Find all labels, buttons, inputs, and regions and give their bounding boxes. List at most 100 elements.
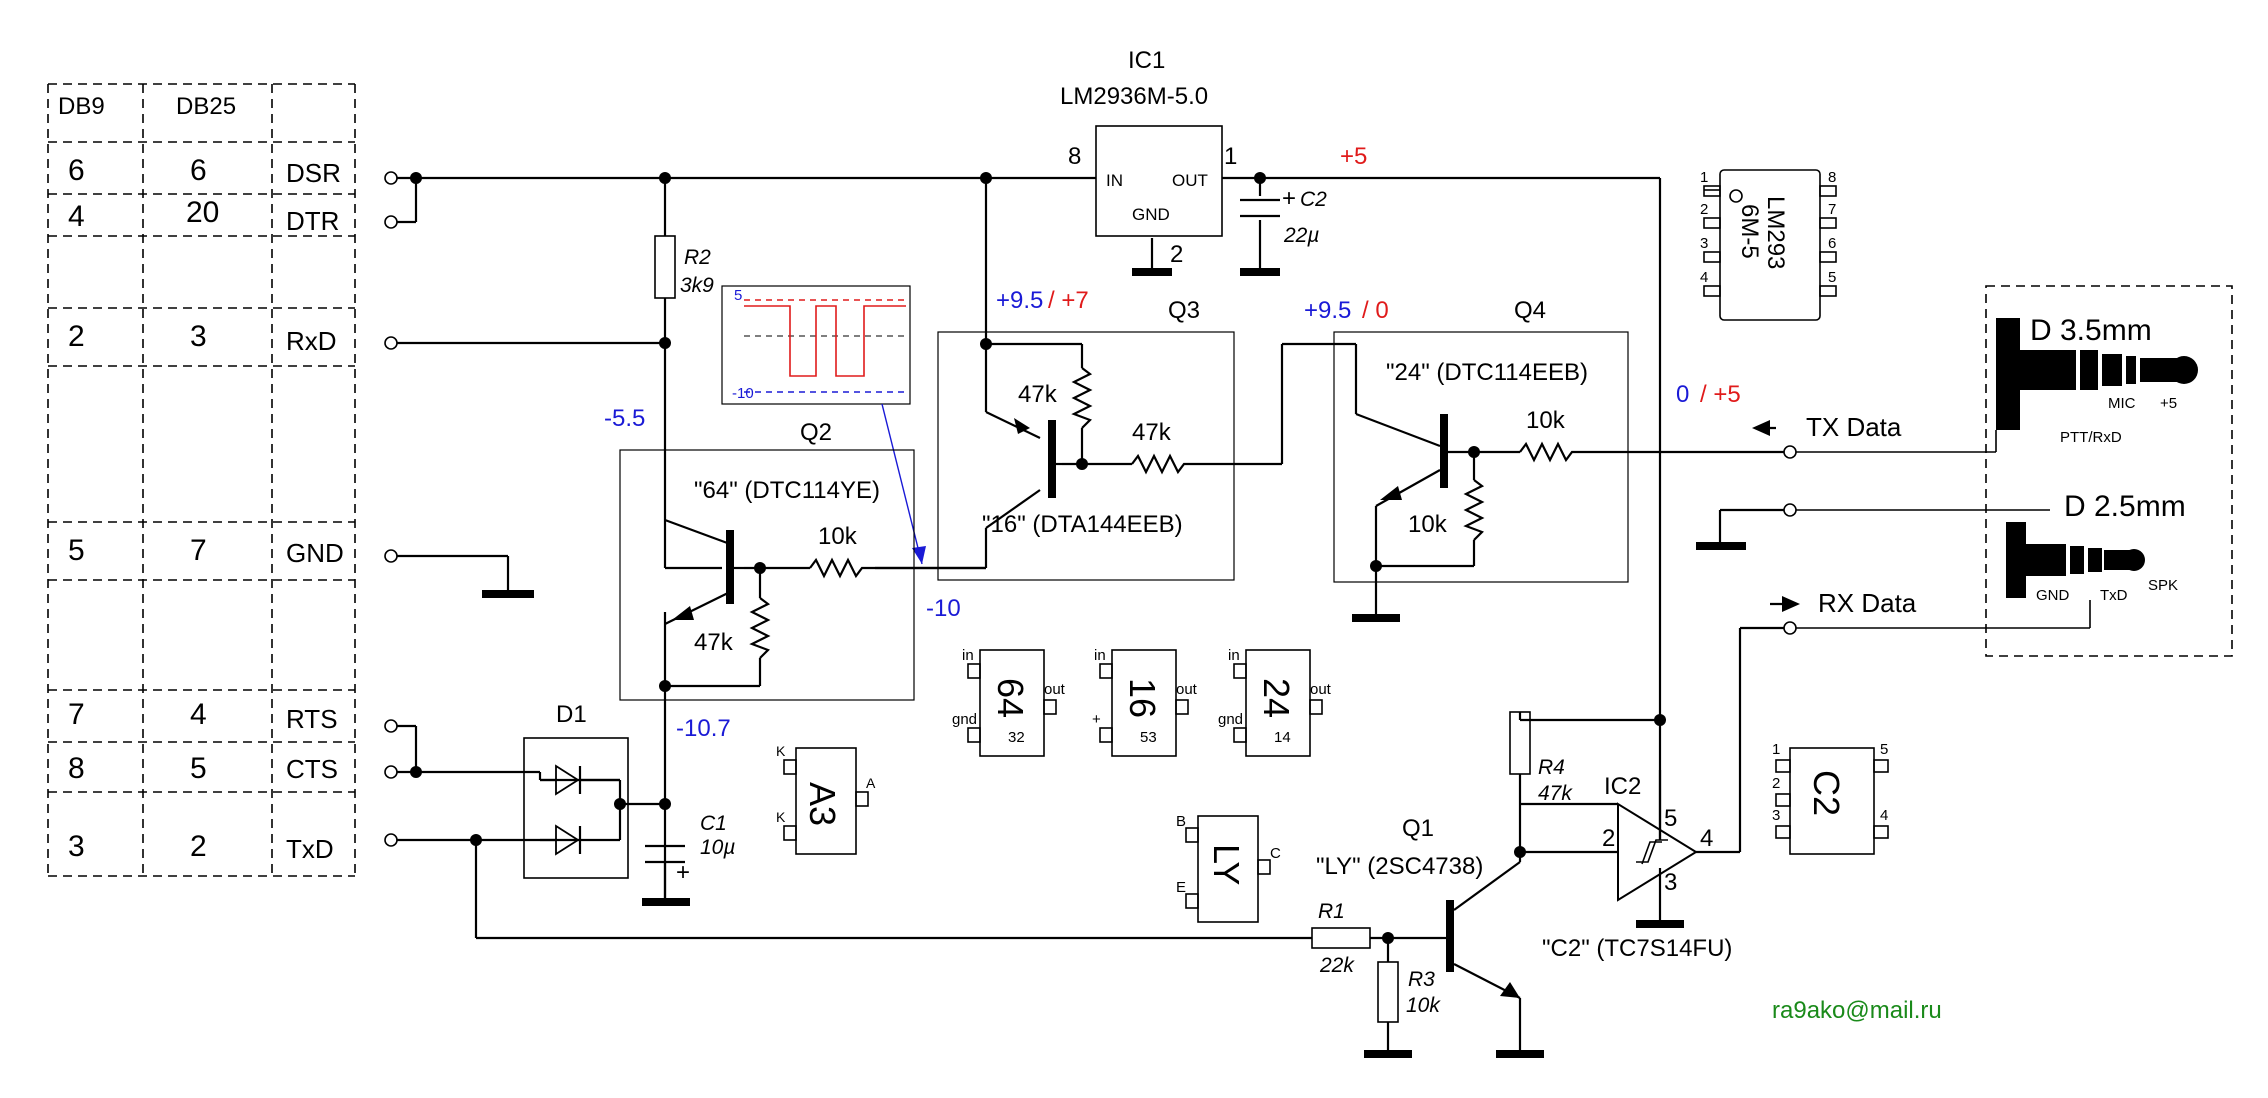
pkg-24-pin-gnd: gnd <box>1218 711 1243 728</box>
signal-cts: CTS <box>286 754 338 784</box>
db9-rxd: 2 <box>68 320 85 353</box>
db9-rts: 7 <box>68 698 85 731</box>
lm293-text-1: LM293 <box>1762 196 1789 269</box>
pkg-ly-pin-b: B <box>1176 813 1186 830</box>
c1-value: 10µ <box>700 836 735 859</box>
db25-rxd: 3 <box>190 320 207 353</box>
terminal-tx-data <box>1783 445 1797 459</box>
pkg-c2-pin-2: 2 <box>1772 775 1780 792</box>
db9-dsr: 6 <box>68 154 85 187</box>
pkg-a3-pin-k2: K <box>776 809 786 825</box>
pkg-16: in + out 16 53 <box>1092 647 1198 757</box>
ic1-label-gnd: GND <box>1132 205 1170 224</box>
q3-voltage-red: / +7 <box>1048 287 1089 314</box>
lm293-pin-6: 6 <box>1828 235 1836 252</box>
inset-level-top: 5 <box>734 287 742 304</box>
jack-35mm: D 3.5mm MIC +5 PTT/RxD <box>1996 314 2198 446</box>
r2-value: 3k9 <box>680 274 714 297</box>
signal-txd: TxD <box>286 834 334 864</box>
pkg-64-mark: 64 <box>990 678 1031 718</box>
q2-ref: Q2 <box>800 419 832 446</box>
pkg-64: in gnd out 64 32 <box>952 647 1066 757</box>
r4-ref: R4 <box>1538 756 1565 779</box>
db9-dtr: 4 <box>68 200 85 233</box>
pkg-64-pin-gnd: gnd <box>952 711 977 728</box>
voltage-minus-10: -10 <box>926 595 961 622</box>
lm293-pin-5: 5 <box>1828 269 1836 286</box>
pkg-24-code: 14 <box>1274 729 1291 746</box>
c2-capacitor: + C2 22µ <box>1240 185 1327 247</box>
rail-voltage: +5 <box>1340 143 1367 170</box>
jack-35-ptt: PTT/RxD <box>2060 429 2122 446</box>
header-db25: DB25 <box>176 93 236 120</box>
c1-plus: + <box>676 859 690 886</box>
q4-r-base: 10k <box>1526 407 1566 434</box>
c2-plus: + <box>1282 185 1296 212</box>
r1-ref: R1 <box>1318 900 1345 923</box>
pkg-16-pin-out: out <box>1176 681 1198 698</box>
signal-rts: RTS <box>286 704 338 734</box>
ic2-marking: "C2" (TC7S14FU) <box>1542 935 1732 962</box>
pkg-ly-pin-c: C <box>1270 845 1281 862</box>
ic1-pin-in: 8 <box>1068 143 1081 170</box>
db25-dsr: 6 <box>190 154 207 187</box>
pkg-16-mark: 16 <box>1122 678 1163 718</box>
r3-ref: R3 <box>1408 968 1435 991</box>
tx-level-blue: 0 <box>1676 381 1689 408</box>
q4-ref: Q4 <box>1514 297 1546 324</box>
ic1-part: LM2936M-5.0 <box>1060 83 1208 110</box>
jack-25-txd: TxD <box>2100 587 2128 604</box>
pkg-16-code: 53 <box>1140 729 1157 746</box>
author-email: ra9ako@mail.ru <box>1772 997 1942 1024</box>
r3-value: 10k <box>1406 994 1441 1017</box>
db25-cts: 5 <box>190 752 207 785</box>
ground-symbols <box>482 268 1746 1058</box>
q4-transistor: Q4 10k 10k "24" (DTC114EEB) <box>1333 297 1629 583</box>
c1-capacitor: C1 10µ + <box>645 812 735 886</box>
tx-data-text: TX Data <box>1806 412 1902 442</box>
pkg-ly-pin-e: E <box>1176 879 1186 896</box>
signal-rxd: RxD <box>286 326 337 356</box>
ic2-pin-gnd: 3 <box>1664 869 1677 896</box>
r3-resistor: R3 10k <box>1377 961 1441 1023</box>
pkg-a3-pin-a: A <box>866 775 876 791</box>
q2-transistor: Q2 10k 47k "64" (DTC114YE) <box>619 419 915 701</box>
signal-dsr: DSR <box>286 158 341 188</box>
pkg-c2-mark: C2 <box>1806 770 1847 816</box>
pkg-c2-pin-3: 3 <box>1772 807 1780 824</box>
pkg-64-code: 32 <box>1008 729 1025 746</box>
db9-cts: 8 <box>68 752 85 785</box>
tx-data-label: TX Data <box>1752 412 1902 442</box>
terminal-dsr <box>384 171 398 185</box>
c1-ref: C1 <box>700 812 727 835</box>
ic2-schmitt-trigger: IC2 2 5 3 4 "C2" (TC7S14FU) <box>1520 773 1732 962</box>
pkg-64-pin-in: in <box>962 647 974 664</box>
ic2-pin-out: 4 <box>1700 825 1713 852</box>
db25-txd: 2 <box>190 830 207 863</box>
signal-dtr: DTR <box>286 206 339 236</box>
q3-r-base: 47k <box>1132 419 1172 446</box>
jack-35-plus: +5 <box>2160 395 2177 412</box>
pkg-a3-pin-k1: K <box>776 743 786 759</box>
terminal-dtr <box>384 215 398 229</box>
pkg-c2-pin-5: 5 <box>1880 741 1888 758</box>
pkg-24: in gnd out 24 14 <box>1218 647 1332 757</box>
ic1-ref: IC1 <box>1128 47 1165 74</box>
db9-gnd: 5 <box>68 534 85 567</box>
pkg-c2-pin-4: 4 <box>1880 807 1888 824</box>
lm293-pin-3: 3 <box>1700 235 1708 252</box>
lm293-pin-7: 7 <box>1828 201 1836 218</box>
r1-resistor: R1 22k <box>1311 900 1371 977</box>
lm293-pin-4: 4 <box>1700 269 1708 286</box>
r4-resistor: R4 47k <box>1509 711 1573 805</box>
q4-marking: "24" (DTC114EEB) <box>1386 359 1588 386</box>
ic1-pin-out: 1 <box>1224 143 1237 170</box>
terminal-cts <box>384 765 398 779</box>
db25-rts: 4 <box>190 698 207 731</box>
pkg-c2: 1 2 3 5 4 C2 <box>1772 741 1889 855</box>
q4-voltage-red: / 0 <box>1362 297 1389 324</box>
c2-value: 22µ <box>1283 224 1319 247</box>
lm293-pin-2: 2 <box>1700 201 1708 218</box>
pkg-24-mark: 24 <box>1256 678 1297 718</box>
d1-diodes: D1 <box>523 701 629 879</box>
